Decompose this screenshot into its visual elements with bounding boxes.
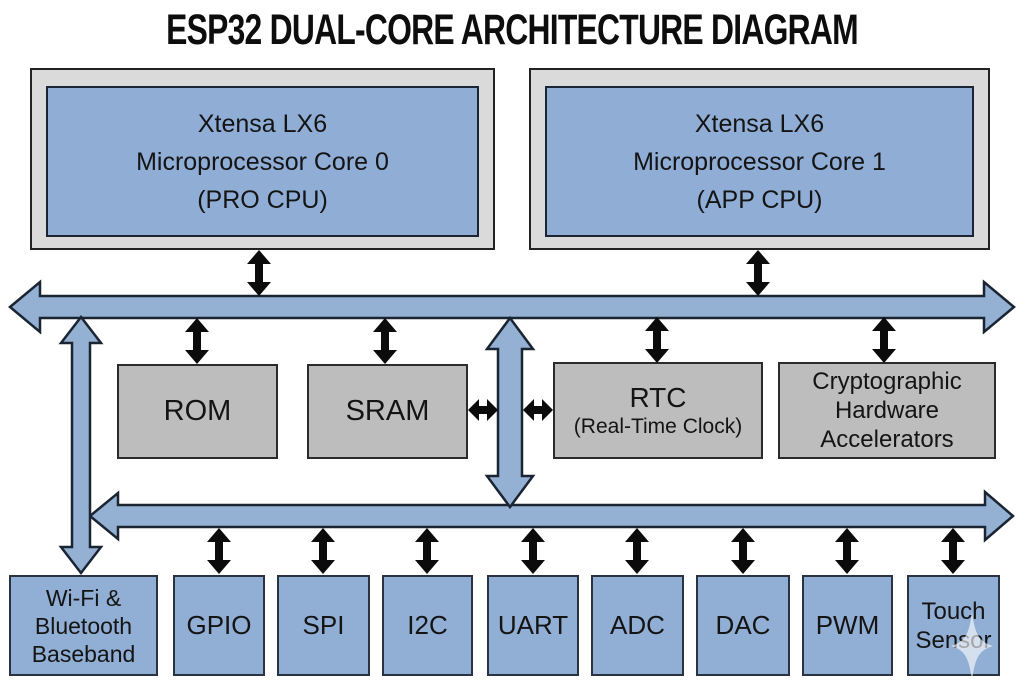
pwm-bus-connector-arrow <box>835 528 859 574</box>
wifi-vertical-bus-arrow <box>58 314 104 576</box>
core0-box: Xtensa LX6 Microprocessor Core 0 (PRO CP… <box>46 86 479 237</box>
adc-bus-connector-arrow <box>625 528 649 574</box>
core1-box: Xtensa LX6 Microprocessor Core 1 (APP CP… <box>545 86 974 237</box>
pwm-label: PWM <box>815 609 880 640</box>
wifi-bt-box: Wi-Fi & Bluetooth Baseband <box>9 575 158 676</box>
core0-line3: (PRO CPU) <box>197 185 328 214</box>
gpio-bus-connector-arrow <box>207 528 231 574</box>
uart-bus-connector-arrow <box>521 528 545 574</box>
sram-label: SRAM <box>345 395 430 428</box>
gpio-box: GPIO <box>173 575 265 676</box>
spi-label: SPI <box>302 609 345 640</box>
touch-line1: Touch <box>921 597 986 625</box>
rtc-box: RTC (Real-Time Clock) <box>553 362 763 459</box>
core0-line2: Microprocessor Core 0 <box>136 147 389 176</box>
spi-bus-connector-arrow <box>311 528 335 574</box>
dac-label: DAC <box>715 609 771 640</box>
dac-box: DAC <box>696 575 790 676</box>
pwm-box: PWM <box>802 575 893 676</box>
crypto-bus-connector-arrow <box>872 317 896 363</box>
rtc-label: RTC <box>629 381 687 413</box>
rtc-subtitle: (Real-Time Clock) <box>573 414 743 438</box>
gpio-label: GPIO <box>186 609 252 640</box>
peripheral-bus-arrow <box>88 489 1015 543</box>
i2c-box: I2C <box>382 575 473 676</box>
uart-box: UART <box>487 575 579 676</box>
dac-bus-connector-arrow <box>731 528 755 574</box>
rom-label: ROM <box>163 395 232 428</box>
i2c-label: I2C <box>407 609 448 640</box>
core1-outer-box: Xtensa LX6 Microprocessor Core 1 (APP CP… <box>529 68 990 250</box>
wifi-line2: Bluetooth <box>34 612 133 639</box>
crypto-line3: Accelerators <box>820 426 954 453</box>
spi-box: SPI <box>277 575 370 676</box>
core1-bus-connector-arrow <box>746 250 770 296</box>
wifi-line1: Wi-Fi & <box>45 584 122 611</box>
crypto-box: Cryptographic Hardware Accelerators <box>778 362 996 459</box>
core1-line1: Xtensa LX6 <box>694 109 825 138</box>
rom-box: ROM <box>117 364 278 459</box>
core1-line3: (APP CPU) <box>696 185 823 214</box>
sram-bus-connector-arrow <box>373 318 397 364</box>
uart-label: UART <box>497 609 569 640</box>
core0-line1: Xtensa LX6 <box>197 109 328 138</box>
core0-bus-connector-arrow <box>247 250 271 296</box>
rtc-bus-connector-arrow <box>645 317 669 363</box>
crypto-line1: Cryptographic <box>812 368 962 395</box>
central-vertical-bus-arrow <box>484 315 536 510</box>
centralbus-rtc-connector-arrow <box>523 399 553 421</box>
sram-centralbus-connector-arrow <box>468 399 498 421</box>
adc-label: ADC <box>610 609 665 640</box>
rom-bus-connector-arrow <box>185 318 209 364</box>
touch-line2: Sensor <box>915 626 992 654</box>
core0-outer-box: Xtensa LX6 Microprocessor Core 0 (PRO CP… <box>30 68 495 250</box>
sram-box: SRAM <box>307 364 468 459</box>
touch-sensor-box: Touch Sensor <box>907 575 1000 676</box>
i2c-bus-connector-arrow <box>415 528 439 574</box>
crypto-line2: Hardware <box>834 397 940 424</box>
main-bus-arrow <box>8 279 1016 335</box>
core1-line2: Microprocessor Core 1 <box>633 147 886 176</box>
touch-bus-connector-arrow <box>941 528 965 574</box>
adc-box: ADC <box>591 575 684 676</box>
diagram-title: ESP32 DUAL-CORE ARCHITECTURE DIAGRAM <box>166 6 858 54</box>
wifi-line3: Baseband <box>31 640 136 667</box>
